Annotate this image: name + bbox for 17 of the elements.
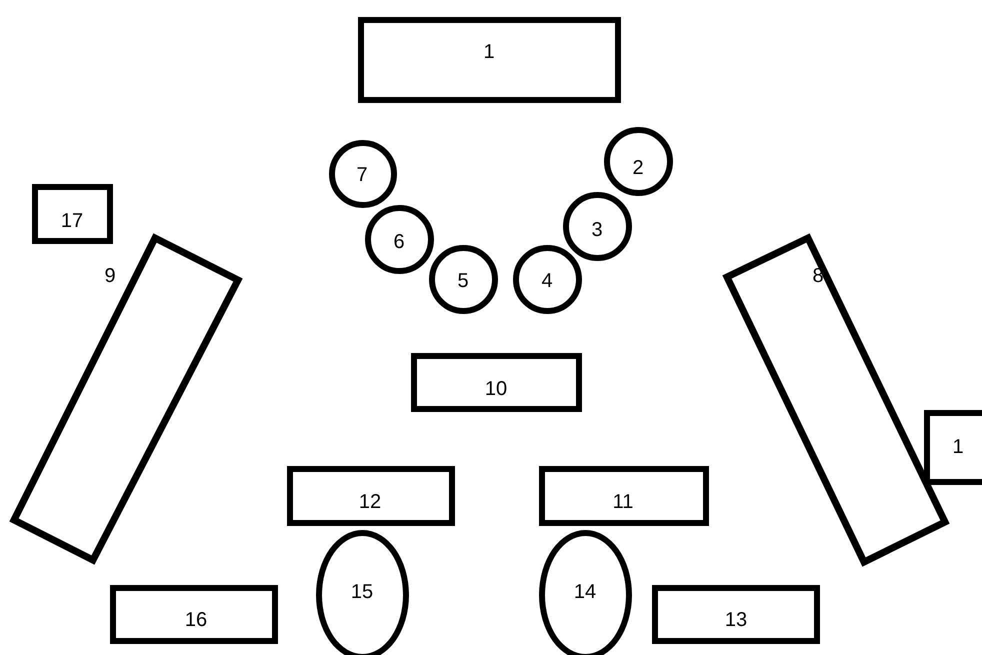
number-label: 11 [612, 491, 634, 513]
number-label: 6 [393, 231, 405, 253]
number-label: 1 [952, 436, 964, 458]
number-label: 5 [457, 270, 469, 292]
number-label: 15 [350, 581, 374, 603]
number-label: 4 [541, 270, 553, 292]
number-label: 10 [484, 378, 508, 400]
number-label: 13 [724, 609, 748, 631]
number-label: 17 [60, 210, 84, 232]
number-label: 7 [356, 164, 368, 186]
number-label: 3 [591, 219, 603, 241]
number-label: 16 [184, 609, 208, 631]
number-label: 2 [632, 157, 644, 179]
number-label: 9 [104, 265, 116, 287]
number-label: 12 [358, 491, 382, 513]
number-label: 14 [574, 581, 596, 603]
number-label: 1 [483, 41, 495, 63]
